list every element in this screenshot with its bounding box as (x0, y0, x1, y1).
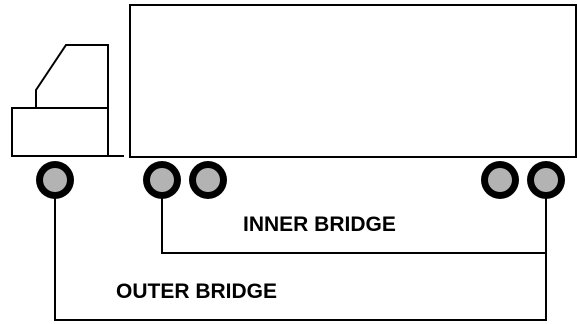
cab-body (12, 108, 108, 156)
wheel-trailer-2 (527, 161, 565, 199)
wheel-drive-2 (189, 161, 227, 199)
wheel-trailer-1 (481, 161, 519, 199)
wheel-drive-1 (143, 161, 181, 199)
cab-window (36, 45, 108, 108)
wheel-steer (36, 161, 74, 199)
truck-cab (12, 45, 124, 156)
outer-bridge-label: OUTER BRIDGE (116, 281, 277, 302)
trailer-body (130, 5, 576, 157)
inner-bridge-label: INNER BRIDGE (243, 214, 396, 235)
